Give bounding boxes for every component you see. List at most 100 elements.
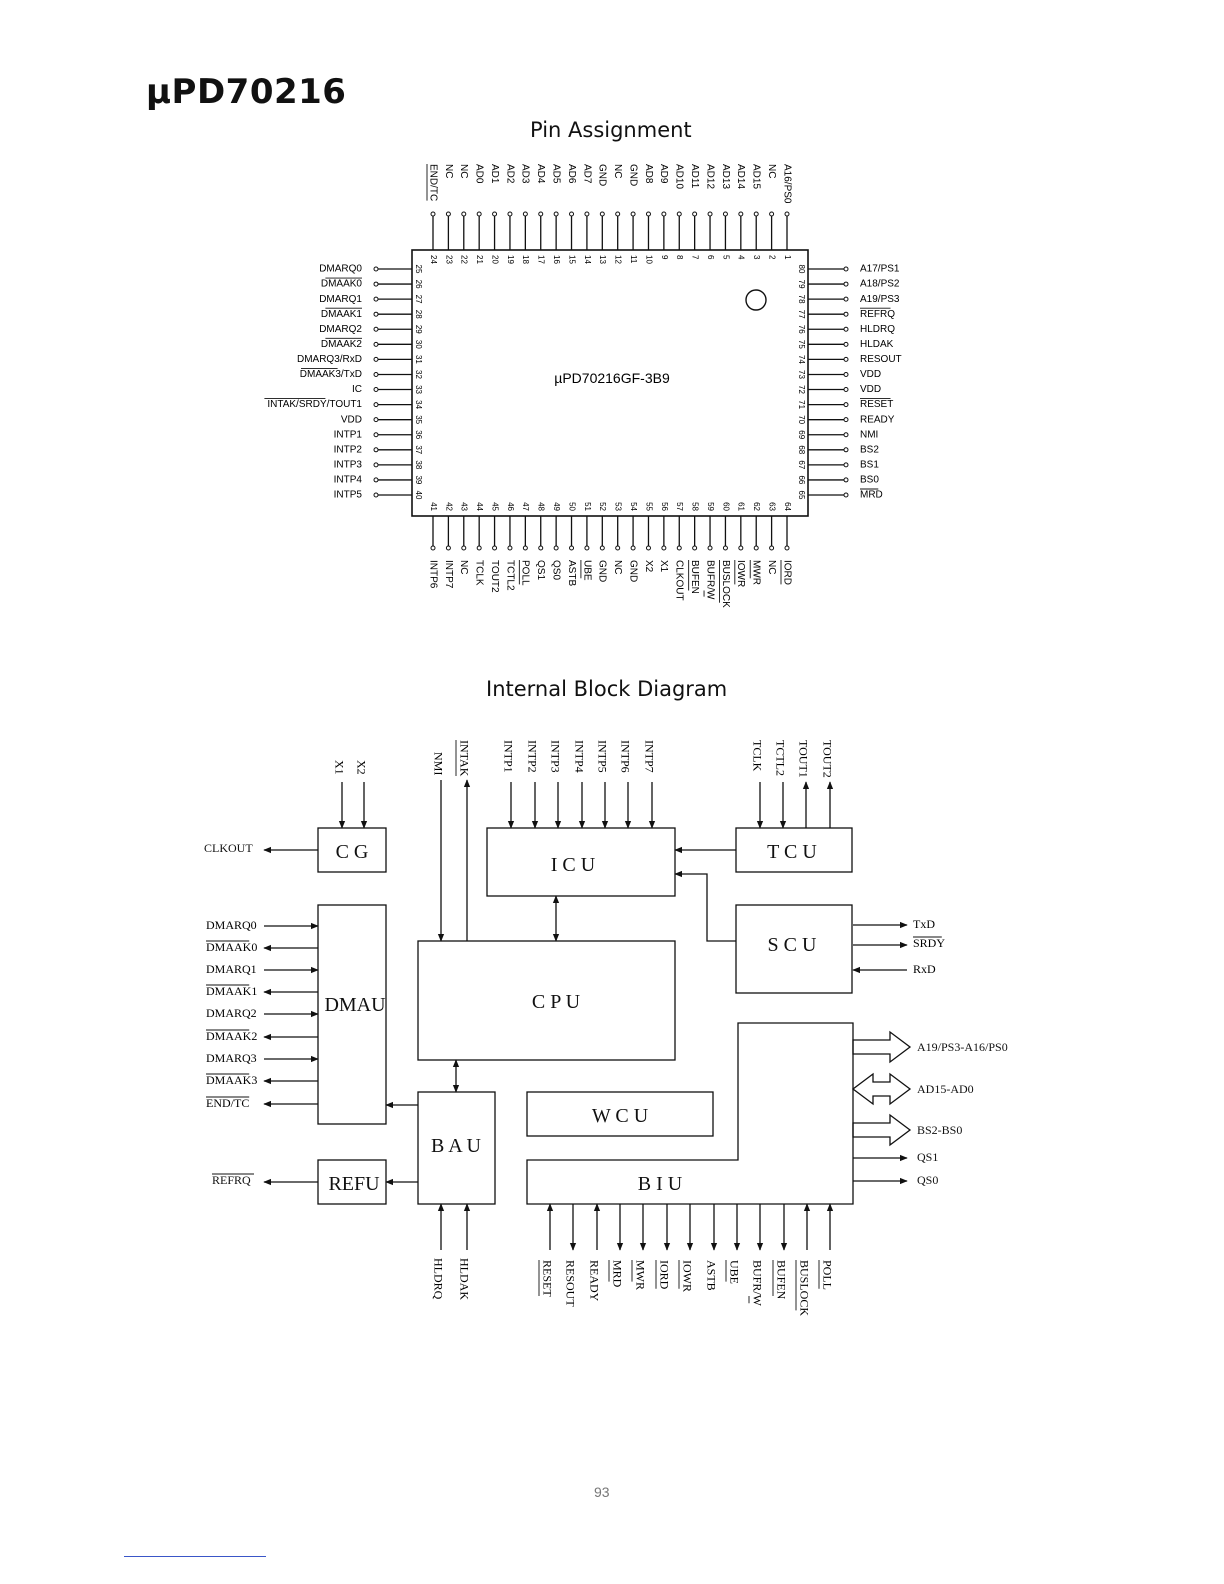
intp5-label: INTP5: [595, 740, 609, 773]
data-bus-label: AD15-AD0: [917, 1082, 974, 1096]
pin-19-number: 19: [506, 255, 515, 264]
pin-10-pad: [645, 211, 651, 217]
page-title: µPD70216: [146, 72, 347, 112]
pin-6-label: AD12: [704, 164, 715, 189]
intp4-label: INTP4: [572, 740, 586, 773]
pin-24-label: END/TC: [427, 164, 438, 201]
pin-69-number: 69: [797, 430, 806, 439]
pin-39-number: 39: [414, 475, 423, 484]
scu-block: [735, 904, 853, 994]
pin-79-number: 79: [797, 280, 806, 289]
pin-22-pad: [461, 211, 467, 217]
pin-20-label: AD1: [489, 164, 500, 184]
pin-1-pad: [784, 211, 790, 217]
pin-71-pad: [843, 402, 849, 408]
resout-label: RESOUT: [563, 1260, 577, 1307]
pin-9-number: 9: [660, 255, 669, 260]
pin-50-label: ASTB: [566, 560, 577, 586]
pin-7-pad: [692, 211, 698, 217]
pin-29-label: DMARQ2: [319, 324, 362, 335]
pin-33-pad: [373, 387, 379, 393]
pin-48-number: 48: [537, 502, 546, 511]
pin-21-number: 21: [475, 255, 484, 264]
block-diagram-heading: Internal Block Diagram: [486, 677, 728, 701]
pin-61-number: 61: [737, 502, 746, 511]
pin-49-label: QS0: [550, 560, 561, 580]
pin-45-number: 45: [490, 502, 499, 511]
pin-79-label: A18/PS2: [860, 279, 900, 290]
pin-73-label: VDD: [860, 369, 881, 380]
pin-42-label: INTP7: [443, 560, 454, 589]
intp3-label: INTP3: [548, 740, 562, 773]
pin-26-pad: [373, 281, 379, 287]
pin-41-label: INTP6: [427, 560, 438, 589]
pin-76-pad: [843, 326, 849, 332]
cpu-label: C P U: [532, 991, 581, 1013]
pin-66-number: 66: [797, 475, 806, 484]
bufen-label: BUFEN: [774, 1260, 788, 1300]
pin-20-pad: [492, 211, 498, 217]
intak-label: INTAK: [457, 740, 471, 777]
pin-11-number: 11: [629, 255, 638, 264]
pin-1-number: 1: [783, 255, 792, 260]
chip-name: µPD70216GF-3B9: [554, 370, 670, 386]
pin-44-label: TCLK: [474, 560, 485, 586]
txd-label: TxD: [913, 917, 935, 931]
ready-label: READY: [587, 1260, 601, 1302]
pin-58-pad: [692, 545, 698, 551]
pin-28-pad: [373, 311, 379, 317]
pin-78-label: A19/PS3: [860, 294, 900, 305]
qs0-label: QS0: [917, 1173, 938, 1187]
pin-75-pad: [843, 341, 849, 347]
pin-3-pad: [753, 211, 759, 217]
pin-13-label: GND: [597, 164, 608, 186]
pin-68-label: BS2: [860, 444, 879, 455]
pin-75-number: 75: [797, 340, 806, 349]
pin-15-label: AD6: [566, 164, 577, 184]
pin-80-number: 80: [797, 265, 806, 274]
pin-60-number: 60: [721, 502, 730, 511]
pin-67-number: 67: [797, 460, 806, 469]
pin-63-label: NC: [766, 560, 777, 574]
pin-66-label: BS0: [860, 475, 879, 486]
pin-51-label: UBE: [581, 560, 592, 581]
pin-50-number: 50: [567, 502, 576, 511]
cpu-block: [417, 940, 676, 1061]
pin-17-label: AD4: [535, 164, 546, 184]
footer-rule: [124, 1556, 266, 1557]
tout1-label: TOUT1: [796, 740, 810, 778]
tclk-label: TCLK: [750, 740, 764, 772]
dmau-label: DMAU: [324, 994, 386, 1016]
pin-74-pad: [843, 356, 849, 362]
pin-40-number: 40: [414, 491, 423, 500]
intp7-label: INTP7: [642, 740, 656, 773]
wcu-block: [526, 1091, 714, 1137]
pin-4-label: AD14: [735, 164, 746, 189]
status-bus-label: BS2-BS0: [917, 1123, 962, 1137]
intp2-label: INTP2: [525, 740, 539, 773]
pin-42-pad: [445, 545, 451, 551]
pin-64-label: IORD: [781, 560, 792, 585]
pin-71-label: RESET: [860, 399, 893, 410]
pin-18-number: 18: [521, 255, 530, 264]
pin-28-number: 28: [414, 310, 423, 319]
pin-45-pad: [492, 545, 498, 551]
pin-assignment-diagram: µPD70216GF-3B9 24END/TC23NC22NC21AD020AD…: [264, 164, 902, 608]
pin-38-number: 38: [414, 460, 423, 469]
tcu-label: T C U: [767, 841, 817, 863]
pin-7-number: 7: [691, 255, 700, 260]
pin-35-pad: [373, 417, 379, 423]
pin-37-label: INTP2: [334, 444, 363, 455]
pin-8-label: AD10: [674, 164, 685, 189]
pin-12-number: 12: [614, 255, 623, 264]
ube-label: UBE: [727, 1260, 741, 1284]
biu-label: B I U: [638, 1173, 683, 1195]
pin-9-label: AD9: [658, 164, 669, 184]
iord-label: IORD: [657, 1260, 671, 1290]
pin-31-label: DMARQ3/RxD: [297, 354, 362, 365]
pin-62-pad: [753, 545, 759, 551]
status-bus-arrow: [852, 1113, 912, 1147]
pin-47-pad: [522, 545, 528, 551]
pin-68-pad: [843, 447, 849, 453]
